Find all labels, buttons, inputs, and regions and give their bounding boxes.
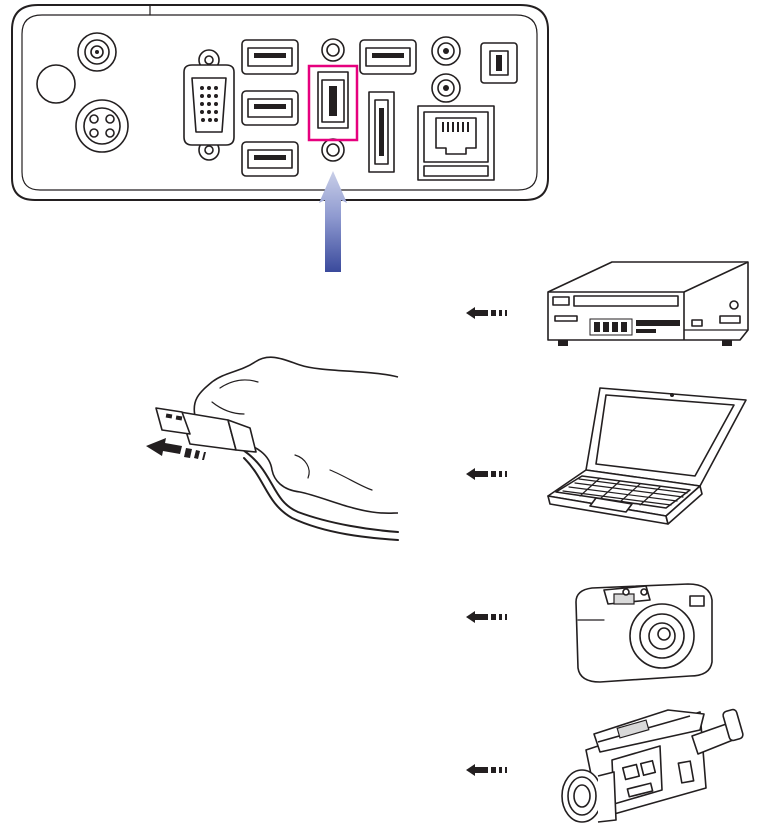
panel-inner-outline bbox=[21, 14, 538, 191]
audio-jack bbox=[431, 36, 461, 66]
source-arrow bbox=[466, 468, 507, 480]
hdmi-port bbox=[317, 38, 349, 162]
esata-port bbox=[368, 91, 395, 173]
hdmi-highlight-box bbox=[307, 64, 359, 142]
insert-arrow bbox=[146, 438, 206, 460]
source-arrow bbox=[466, 611, 507, 623]
source-arrow bbox=[466, 307, 507, 319]
ethernet-port bbox=[417, 105, 495, 181]
blank-hole bbox=[36, 64, 76, 104]
rear-panel bbox=[11, 4, 549, 201]
audio-jack bbox=[431, 73, 461, 103]
camera bbox=[575, 583, 713, 683]
usb-plug-tip bbox=[155, 407, 191, 435]
source-arrow bbox=[466, 764, 507, 776]
usb-port bbox=[241, 141, 299, 177]
usb-cable bbox=[239, 447, 399, 533]
vga-port bbox=[183, 49, 235, 161]
usb-flash-drive bbox=[146, 356, 399, 541]
up-arrow bbox=[319, 171, 347, 272]
laptop bbox=[547, 387, 747, 525]
power-din-port bbox=[75, 99, 129, 153]
usb-port bbox=[359, 39, 417, 75]
optical-audio-port bbox=[480, 42, 518, 84]
camcorder bbox=[561, 708, 744, 823]
video-player bbox=[547, 261, 749, 346]
usb-port bbox=[241, 39, 299, 75]
usb-port bbox=[241, 90, 299, 126]
panel-outline bbox=[11, 4, 549, 201]
rf-coax-port bbox=[77, 32, 117, 72]
